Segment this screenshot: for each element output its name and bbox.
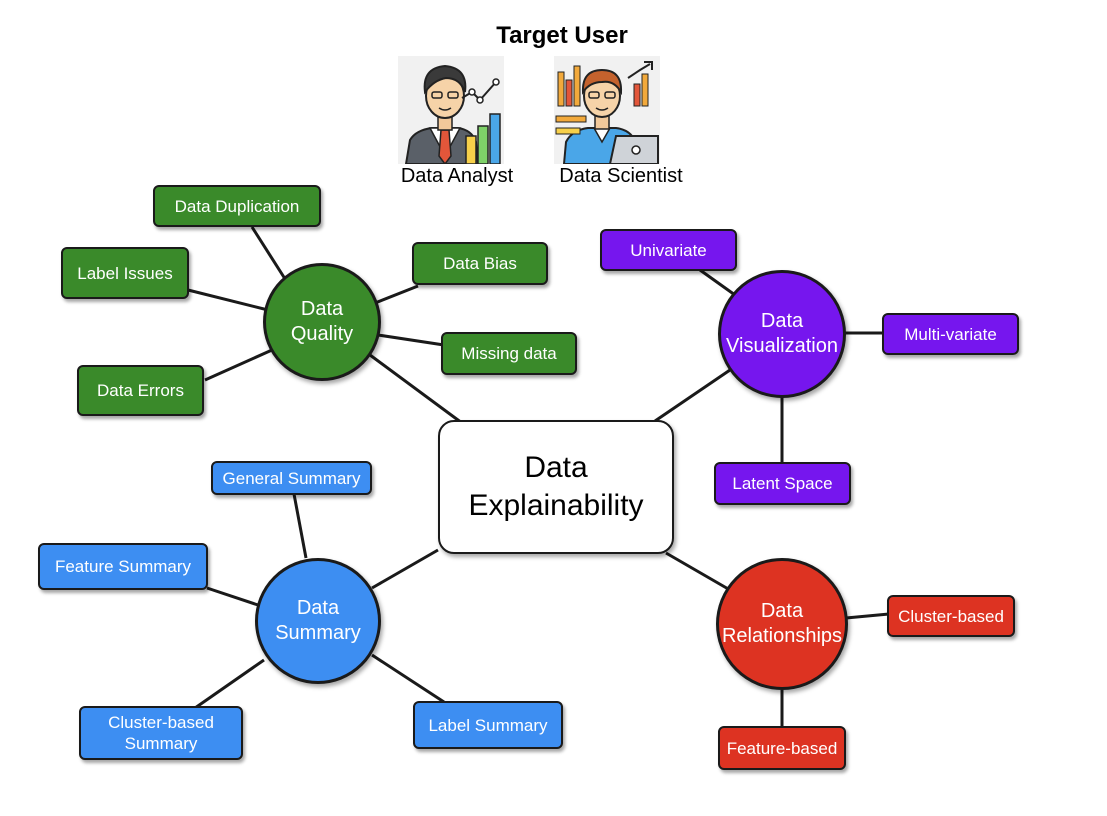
hub-relationships-line-1: Data — [760, 600, 804, 622]
hub-quality-line-1: Data — [300, 298, 344, 320]
leaf-data-duplication: Data Duplication — [153, 185, 321, 227]
hub-data-summary: Data Summary — [255, 558, 381, 684]
leaf-latent-space: Latent Space — [714, 462, 851, 505]
leaf-feature-summary: Feature Summary — [38, 543, 208, 590]
data-analyst-label: Data Analyst — [400, 165, 514, 187]
hub-data-quality: Data Quality — [263, 263, 381, 381]
leaf-cluster-based-summary-line-1: Cluster-based — [108, 713, 214, 732]
leaf-cluster-based: Cluster-based — [887, 595, 1015, 637]
leaf-general-summary: General Summary — [211, 461, 372, 495]
connector-relationships-center — [665, 551, 731, 592]
hub-quality-line-2: Quality — [290, 323, 354, 345]
connector-visualization-univariate — [699, 268, 736, 297]
connector-summary-center — [371, 548, 439, 590]
connector-quality-center — [369, 353, 463, 425]
connector-quality-missing — [377, 333, 445, 347]
connector-summary-feature — [206, 586, 259, 607]
center-node-line-2: Explainability — [468, 489, 644, 522]
hub-visualization-line-2: Visualization — [726, 335, 838, 357]
hub-summary-line-2: Summary — [275, 622, 361, 644]
connector-relationships-cluster — [845, 612, 890, 620]
target-user-title: Target User — [496, 22, 628, 49]
data-scientist-label: Data Scientist — [559, 165, 683, 187]
hub-data-relationships: Data Relationships — [716, 558, 848, 690]
data-scientist-icon — [554, 56, 660, 165]
hub-visualization-line-1: Data — [760, 310, 804, 332]
leaf-label-issues: Label Issues — [61, 247, 189, 299]
leaf-univariate: Univariate — [600, 229, 737, 271]
leaf-cluster-based-summary-line-2: Summary — [124, 734, 198, 753]
connector-quality-label-issues — [187, 288, 269, 312]
center-node-data-explainability: Data Explainability — [438, 420, 674, 554]
leaf-label-summary: Label Summary — [413, 701, 563, 749]
connector-visualization-center — [654, 368, 731, 423]
hub-data-visualization: Data Visualization — [718, 270, 846, 398]
data-analyst-icon — [398, 56, 504, 166]
leaf-cluster-based-summary: Cluster-based Summary — [79, 706, 243, 760]
hub-summary-line-1: Data — [296, 597, 340, 619]
leaf-multi-variate: Multi-variate — [882, 313, 1019, 355]
leaf-data-errors: Data Errors — [77, 365, 204, 416]
connector-summary-general — [292, 493, 308, 559]
connector-summary-label — [371, 653, 445, 704]
leaf-data-bias: Data Bias — [412, 242, 548, 285]
leaf-missing-data: Missing data — [441, 332, 577, 375]
connector-summary-cluster — [194, 658, 265, 710]
connector-quality-duplication — [250, 226, 289, 283]
leaf-feature-based: Feature-based — [718, 726, 846, 770]
connector-quality-errors — [204, 348, 273, 382]
hub-relationships-line-2: Relationships — [721, 625, 843, 647]
center-node-line-1: Data — [524, 451, 588, 484]
connector-quality-bias — [369, 284, 419, 307]
